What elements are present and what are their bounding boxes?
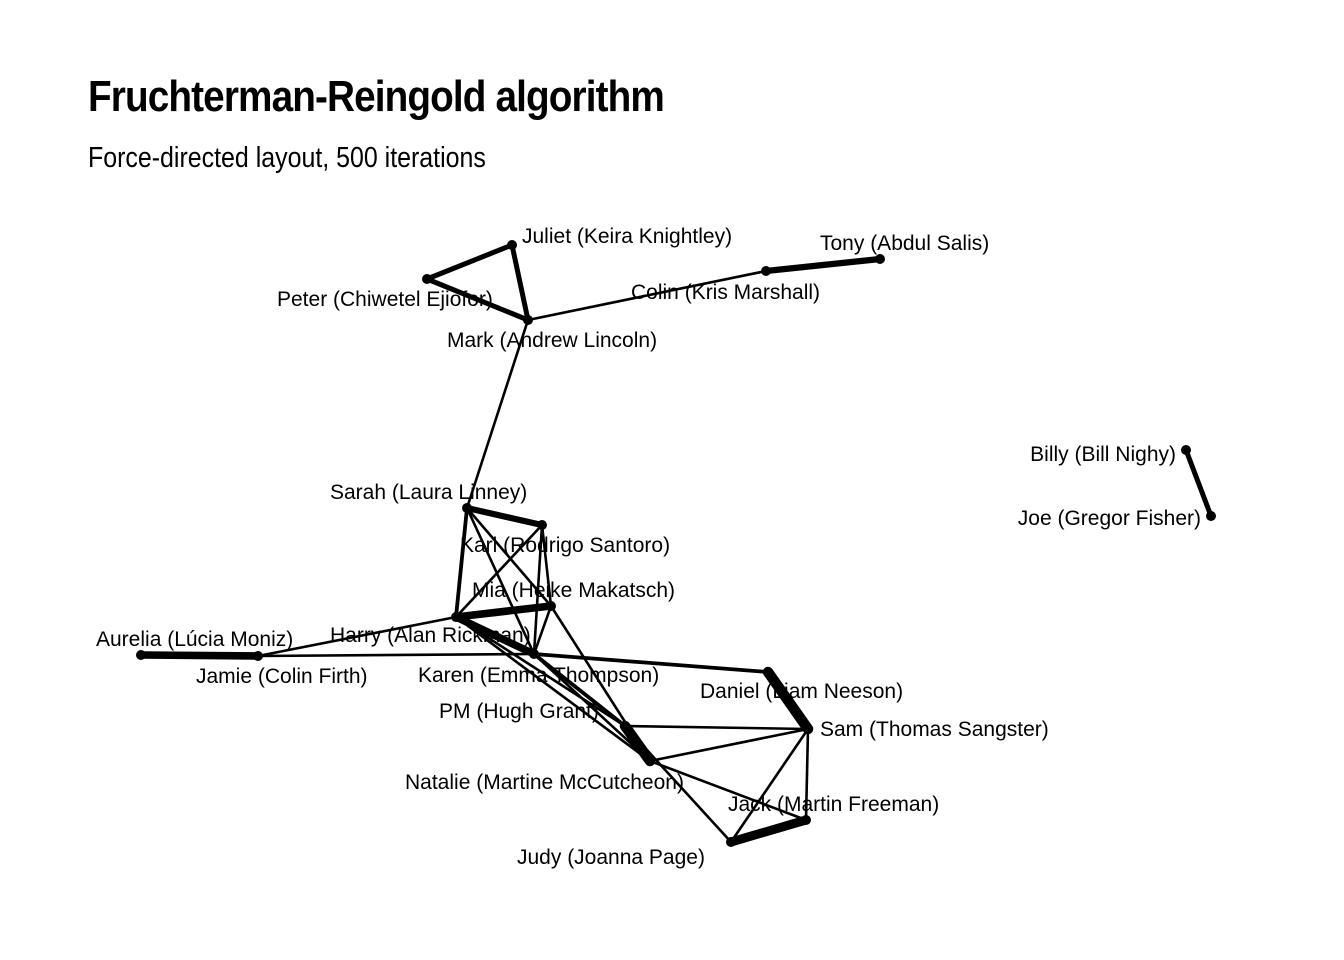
- node-karen: [529, 649, 539, 659]
- node-label-karl: Karl (Rodrigo Santoro): [460, 534, 670, 557]
- edge-karen-natalie: [532, 652, 652, 763]
- edge-harry-jamie: [256, 615, 458, 658]
- edge-sam-jack: [804, 727, 810, 822]
- edge-jamie-karen: [256, 652, 536, 658]
- node-judy: [726, 837, 736, 847]
- edge-karl-mia: [540, 523, 553, 608]
- edge-karl-karen: [532, 523, 544, 656]
- node-mia: [546, 601, 556, 611]
- node-label-tony: Tony (Abdul Salis): [820, 232, 989, 255]
- node-label-peter: Peter (Chiwetel Ejiofor): [277, 288, 493, 311]
- node-pm: [620, 721, 630, 731]
- node-label-pm: PM (Hugh Grant): [439, 700, 599, 723]
- node-peter: [422, 274, 432, 284]
- edge-mark-sarah: [465, 318, 530, 510]
- edge-billy-joe: [1183, 447, 1214, 519]
- node-label-daniel: Daniel (Liam Neeson): [700, 680, 903, 703]
- edge-natalie-sam: [648, 727, 810, 763]
- edge-pm-judy: [623, 724, 733, 844]
- node-label-jack: Jack (Martin Freeman): [728, 793, 939, 816]
- node-label-mark: Mark (Andrew Lincoln): [447, 329, 657, 352]
- node-natalie: [645, 756, 655, 766]
- edges-layer: [137, 242, 1214, 847]
- edge-jack-judy: [726, 815, 811, 847]
- edge-juliet-peter: [424, 242, 515, 282]
- edge-harry-karen: [452, 613, 538, 658]
- edge-aurelia-jamie: [137, 651, 262, 660]
- node-daniel: [763, 667, 773, 677]
- node-aurelia: [136, 650, 146, 660]
- node-label-juliet: Juliet (Keira Knightley): [522, 225, 732, 248]
- node-sarah: [462, 503, 472, 513]
- node-label-judy: Judy (Joanna Page): [517, 846, 705, 869]
- chart-title: Fruchterman-Reingold algorithm: [88, 72, 665, 121]
- chart-subtitle: Force-directed layout, 500 iterations: [88, 142, 486, 174]
- edge-mark-colin: [526, 269, 768, 322]
- edge-sarah-karen: [465, 506, 536, 656]
- node-label-aurelia: Aurelia (Lúcia Moniz): [96, 628, 293, 651]
- edge-daniel-sam: [762, 666, 814, 735]
- node-label-sam: Sam (Thomas Sangster): [820, 718, 1049, 741]
- node-label-harry: Harry (Alan Rickman): [330, 624, 531, 647]
- node-mark: [523, 315, 533, 325]
- node-sam: [803, 724, 813, 734]
- edge-harry-natalie: [454, 615, 652, 763]
- node-label-karen: Karen (Emma Thompson): [418, 664, 659, 687]
- edge-karen-pm: [532, 652, 627, 728]
- edge-sarah-karl: [463, 504, 546, 529]
- edge-natalie-jack: [648, 759, 808, 822]
- node-jamie: [253, 651, 263, 661]
- edge-karen-daniel: [532, 652, 770, 674]
- node-joe: [1206, 511, 1216, 521]
- edge-karl-harry: [454, 523, 544, 619]
- edge-mia-harry: [452, 602, 555, 621]
- node-label-mia: Mia (Heike Makatsch): [472, 579, 675, 602]
- edge-mia-karen: [532, 604, 553, 656]
- node-colin: [761, 266, 771, 276]
- node-label-joe: Joe (Gregor Fisher): [1018, 507, 1201, 530]
- edge-sarah-harry: [454, 506, 469, 619]
- edge-pm-sam: [623, 724, 810, 731]
- node-label-jamie: Jamie (Colin Firth): [196, 665, 368, 688]
- edge-sam-judy: [729, 727, 810, 844]
- edge-harry-pm: [454, 615, 627, 728]
- node-label-colin: Colin (Kris Marshall): [631, 281, 820, 304]
- node-jack: [801, 815, 811, 825]
- nodes-layer: [136, 240, 1216, 847]
- labels-layer: Juliet (Keira Knightley) Peter (Chiwetel …: [96, 225, 1201, 869]
- node-harry: [451, 612, 461, 622]
- node-juliet: [507, 240, 517, 250]
- node-label-billy: Billy (Bill Nighy): [1030, 443, 1176, 466]
- edge-juliet-mark: [509, 242, 531, 323]
- edge-peter-mark: [424, 276, 531, 323]
- node-karl: [537, 520, 547, 530]
- edge-colin-tony: [762, 255, 884, 275]
- node-label-sarah: Sarah (Laura Linney): [330, 481, 527, 504]
- node-label-natalie: Natalie (Martine McCutcheon): [405, 771, 684, 794]
- node-tony: [875, 254, 885, 264]
- node-billy: [1181, 445, 1191, 455]
